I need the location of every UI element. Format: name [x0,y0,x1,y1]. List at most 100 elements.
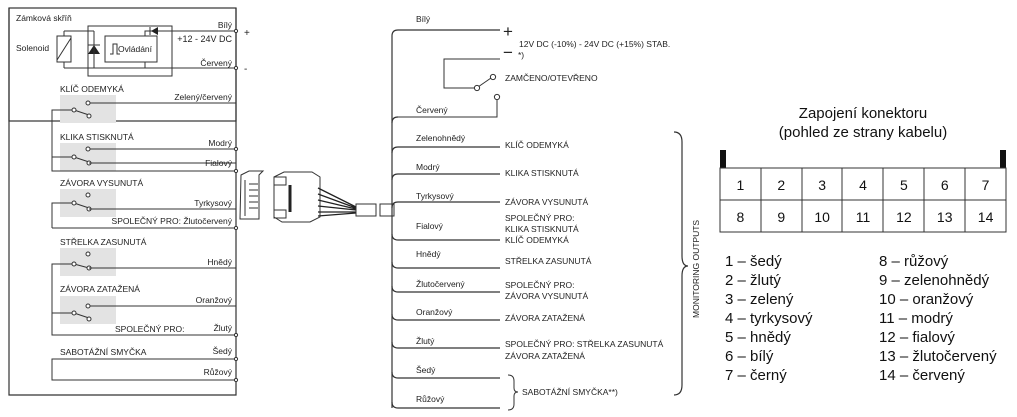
pin-legend-item: 9 – zelenohnědý [879,272,990,289]
svg-text:Šedý: Šedý [416,365,436,375]
wire-yellow-label: Žlutý [214,323,233,333]
svg-text:ZÁVORA ZATAŽENÁ: ZÁVORA ZATAŽENÁ [505,313,585,323]
pin-legend-item: 1 – šedý [725,253,782,270]
supply-text: 12V DC (-10%) - 24V DC (+15%) STAB. [519,39,670,49]
minus-terminal: − [503,43,513,62]
supply-label: +12 - 24V DC [177,34,232,44]
pin-cell: 1 [737,177,745,193]
cable-wiring: Bílý + 12V DC (-10%) - 24V DC (+15%) STA… [391,14,701,411]
switch-label-latch-retracted: STŘELKA ZASUNUTÁ [60,237,147,247]
pin-cell: 8 [737,209,745,225]
pulse-icon [110,43,120,55]
pinout-title: Zapojení konektoru [799,105,927,122]
diode-icon-2 [149,27,158,35]
pin-legend-item: 5 – hnědý [725,329,791,346]
plus-terminal: + [503,22,513,41]
cable-bundle-icon [317,187,395,217]
pin-cell: 10 [814,209,830,225]
wire-red-label: Červený [200,58,232,68]
pin-legend-item: 6 – bílý [725,348,774,365]
lock-state-label: ZAMČENO/OTEVŘENO [505,73,598,83]
switch-label-bolt-extended: ZÁVORA VYSUNUTÁ [60,178,143,188]
pin-legend-item: 4 – tyrkysový [725,310,813,327]
pin-legend-item: 7 – černý [725,367,787,384]
pin-cell: 6 [941,177,949,193]
output-row: Šedý [391,365,500,379]
pin-legend-item: 10 – oranžový [879,291,974,308]
pin-legend-item: 14 – červený [879,367,965,384]
cable-wire-white: Bílý [416,14,431,24]
controller-box [87,25,173,77]
lock-box-frame [8,8,237,396]
output-row: Žlutočervený SPOLEČNÝ PRO: ZÁVORA VYSUNU… [391,279,588,301]
pin-legend-item: 11 – modrý [879,310,953,327]
controller-label: Ovládání [118,44,153,54]
wire-grey-label: Šedý [213,346,233,356]
switch-label-bolt-retracted: ZÁVORA ZATAŽENÁ [60,284,140,294]
pin-cell: 9 [777,209,785,225]
pin-cell: 4 [859,177,867,193]
wire-green-red-label: Zelený/červený [174,92,232,102]
wire-brown-label: Hnědý [207,257,232,267]
svg-text:SPOLEČNÝ PRO:: SPOLEČNÝ PRO: [505,280,574,290]
svg-text:Fialový: Fialový [416,221,444,231]
output-row: Tyrkysový ZÁVORA VYSUNUTÁ [391,191,588,209]
pin-cell: 2 [777,177,785,193]
tamper-loop-label: SABOTÁŽNÍ SMYČKA**) [522,387,618,397]
pin-cell: 5 [900,177,908,193]
connector-plug-icon [239,170,321,223]
svg-text:KLIKA STISKNUTÁ: KLIKA STISKNUTÁ [505,168,579,178]
svg-text:ZÁVORA ZATAŽENÁ: ZÁVORA ZATAŽENÁ [505,351,585,361]
pin-cell: 7 [982,177,990,193]
cable-wire-red: Červený [416,105,448,115]
pin-cell: 3 [818,177,826,193]
svg-text:Zelenohnědý: Zelenohnědý [416,133,466,143]
svg-text:ZÁVORA VYSUNUTÁ: ZÁVORA VYSUNUTÁ [505,197,588,207]
pin-cell: 12 [896,209,912,225]
common-prefix-label: SPOLEČNÝ PRO: [115,324,184,334]
solenoid-icon [56,31,72,68]
tamper-brace [507,374,519,411]
diode-icon [88,31,100,68]
output-row: Růžový [391,394,500,409]
pin-legend-item: 3 – zelený [725,291,794,308]
wire-pink-label: Růžový [204,367,233,377]
output-row: Zelenohnědý KLÍČ ODEMYKÁ [391,133,569,154]
output-row: Modrý KLIKA STISKNUTÁ [391,162,579,181]
switch-label-tamper-loop: SABOTÁŽNÍ SMYČKA [60,347,147,357]
output-row: Hnědý STŘELKA ZASUNUTÁ [391,249,592,269]
pin-legend-item: 2 – žlutý [725,272,781,289]
wire-blue-label: Modrý [208,138,232,148]
monitoring-brace [673,131,689,396]
svg-text:STŘELKA ZASUNUTÁ: STŘELKA ZASUNUTÁ [505,256,592,266]
controller-inner [104,35,158,63]
monitoring-outputs-label: MONITORING OUTPUTS [691,220,701,318]
lock-box-title: Zámková skříň [16,13,72,23]
pin-cell: 14 [978,209,994,225]
tamper-loop [51,358,237,381]
plus-sign: + [244,28,250,39]
svg-text:Tyrkysový: Tyrkysový [416,191,455,201]
wire-common-yellow-red-label: SPOLEČNÝ PRO: Žlutočervený [112,216,233,226]
output-row: Žlutý SPOLEČNÝ PRO: STŘELKA ZASUNUTÁ ZÁV… [391,336,664,361]
wire-white-label: Bílý [218,20,233,30]
svg-text:Žlutočervený: Žlutočervený [416,279,465,289]
minus-sign: - [244,64,247,75]
solenoid-label: Solenoid [16,43,49,53]
switch-label-handle-pressed: KLIKA STISKNUTÁ [60,132,134,142]
output-row: Oranžový ZÁVORA ZATAŽENÁ [391,307,585,323]
footnote-mark: *) [518,50,524,60]
switch-label-key-unlock: KLÍČ ODEMYKÁ [60,84,124,94]
pinout-subtitle: (pohled ze strany kabelu) [779,124,947,141]
svg-text:Modrý: Modrý [416,162,440,172]
pin-legend-item: 8 – růžový [879,253,949,270]
svg-text:Oranžový: Oranžový [416,307,453,317]
pin-cell: 13 [937,209,953,225]
svg-text:KLIKA STISKNUTÁ: KLIKA STISKNUTÁ [505,224,579,234]
connector-pinout: Zapojení konektoru (pohled ze strany kab… [719,105,1007,384]
output-row: Fialový SPOLEČNÝ PRO: KLIKA STISKNUTÁ KL… [391,213,579,245]
svg-text:KLÍČ ODEMYKÁ: KLÍČ ODEMYKÁ [505,140,569,150]
svg-text:Žlutý: Žlutý [416,336,435,346]
wire-turquoise-label: Tyrkysový [194,198,233,208]
